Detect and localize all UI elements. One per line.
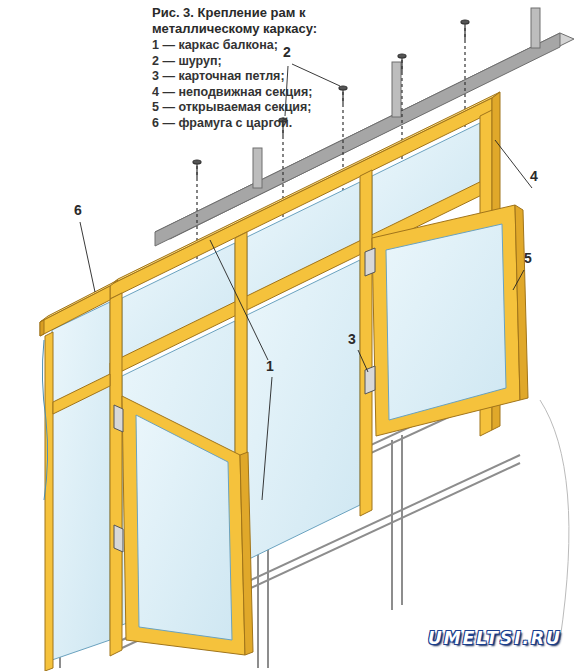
legend-item: 6 — фрамуга с царгой. <box>152 116 292 131</box>
glass-edge <box>42 340 47 500</box>
open-sash-right <box>365 205 528 436</box>
legend-item: 1 — каркас балкона; <box>152 38 278 53</box>
legend-item: 2 — шуруп; <box>152 54 222 69</box>
callout-number: 2 <box>281 44 293 60</box>
legend-item: 3 — карточная петля; <box>152 69 285 84</box>
callout-number: 3 <box>346 331 358 347</box>
open-sash-left <box>114 396 253 655</box>
legend-item: 5 — открываемая секция; <box>152 100 311 115</box>
legend-item: 4 — неподвижная секция; <box>152 85 312 100</box>
figure-title: Рис. 3. Крепление рам к металлическому к… <box>152 5 330 36</box>
callout-number: 5 <box>522 250 534 266</box>
leader-lines <box>80 64 532 500</box>
watermark: UMELTSI.RU <box>428 628 562 648</box>
callout-number: 4 <box>528 168 540 184</box>
callout-number: 6 <box>72 202 84 218</box>
callout-number: 1 <box>264 358 276 374</box>
cutaway-edge <box>540 400 569 640</box>
